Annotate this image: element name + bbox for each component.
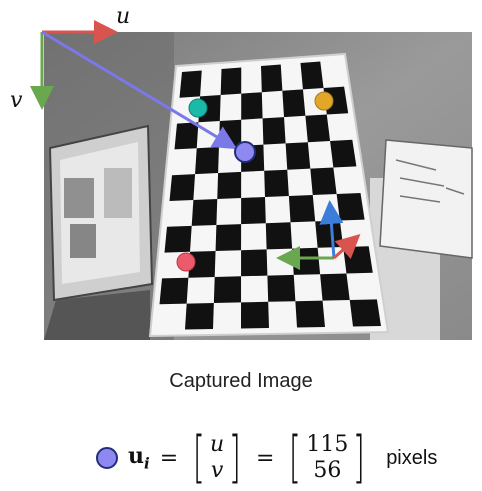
board-y-arrow xyxy=(319,200,344,259)
equals-sign-2: = xyxy=(256,445,275,471)
checker-square xyxy=(343,246,373,274)
checker-square xyxy=(261,64,283,93)
checker-square xyxy=(191,199,218,226)
checker-square xyxy=(159,277,189,305)
checker-square xyxy=(292,247,321,275)
pointer-arrow xyxy=(41,30,238,150)
pixel-coordinate-equation: ui = [ u v ] = [ 115 56 ] pixels xyxy=(96,428,437,488)
lhs-symbol: u xyxy=(128,443,144,470)
checker-square xyxy=(218,119,242,147)
checker-square xyxy=(349,299,381,327)
lhs-subscript: i xyxy=(144,454,150,473)
u-axis-label: u xyxy=(116,4,131,29)
point-red xyxy=(176,252,196,272)
checker-square xyxy=(195,147,219,175)
checker-square xyxy=(179,70,202,98)
checker-square xyxy=(215,224,242,251)
checker-square xyxy=(310,167,337,195)
unit-label: pixels xyxy=(386,446,438,469)
point-selected xyxy=(234,141,256,163)
captured-image-diagram xyxy=(30,20,473,340)
whiteboard xyxy=(379,139,473,259)
checker-square xyxy=(282,89,306,118)
checker-square xyxy=(241,301,269,329)
checker-square xyxy=(264,169,289,197)
checker-square xyxy=(169,174,196,201)
v-axis-label: v xyxy=(10,88,23,113)
checker-square xyxy=(217,171,242,199)
checkerboard-squares xyxy=(159,61,381,330)
checker-square xyxy=(241,249,268,277)
checker-square xyxy=(285,142,311,170)
checker-square xyxy=(320,273,350,301)
value-v: 56 xyxy=(313,458,342,483)
checker-square xyxy=(336,193,365,221)
checker-square xyxy=(295,300,325,328)
equals-sign-1: = xyxy=(159,445,179,471)
lhs-vector: ui xyxy=(128,443,150,472)
component-v: v xyxy=(210,458,224,483)
selected-point-marker xyxy=(96,447,118,469)
point-teal xyxy=(188,98,208,118)
checker-square xyxy=(220,67,242,95)
checker-square xyxy=(188,251,216,278)
checker-square xyxy=(265,222,293,250)
checker-square xyxy=(300,61,324,90)
checker-square xyxy=(262,117,286,145)
checker-square xyxy=(241,92,263,120)
caption: Captured Image xyxy=(169,370,313,392)
keyboard xyxy=(44,290,150,340)
board-z-arrow xyxy=(332,233,361,260)
point-orange xyxy=(314,91,334,111)
checker-square xyxy=(315,220,344,248)
checker-square xyxy=(241,197,266,225)
checker-square xyxy=(288,195,316,223)
checker-square xyxy=(330,139,357,168)
checker-square xyxy=(164,225,192,253)
numeric-vector: [ 115 56 ] xyxy=(289,425,366,490)
checker-square xyxy=(185,303,214,330)
symbolic-vector: [ u v ] xyxy=(193,425,242,490)
checker-square xyxy=(267,274,296,302)
value-u: 115 xyxy=(306,432,349,457)
checker-square xyxy=(213,276,242,303)
checker-square xyxy=(174,122,199,150)
checker-square xyxy=(305,114,331,143)
component-u: u xyxy=(210,432,225,457)
